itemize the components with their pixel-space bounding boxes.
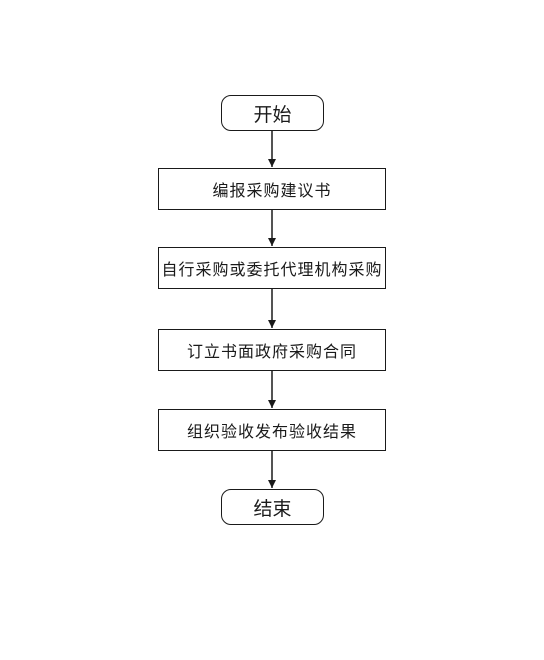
process-step-4: 组织验收发布验收结果 bbox=[158, 409, 386, 451]
end-node-label: 结束 bbox=[253, 497, 292, 520]
process-step-3-label: 订立书面政府采购合同 bbox=[186, 342, 357, 361]
process-step-3: 订立书面政府采购合同 bbox=[158, 329, 386, 371]
process-step-2: 自行采购或委托代理机构采购 bbox=[158, 247, 386, 289]
start-node: 开始 bbox=[221, 95, 324, 131]
end-node: 结束 bbox=[221, 489, 324, 525]
process-step-1-label: 编报采购建议书 bbox=[212, 181, 332, 200]
process-step-1: 编报采购建议书 bbox=[158, 168, 386, 210]
process-step-4-label: 组织验收发布验收结果 bbox=[186, 422, 357, 441]
process-step-2-label: 自行采购或委托代理机构采购 bbox=[161, 260, 383, 279]
start-node-label: 开始 bbox=[253, 103, 292, 126]
